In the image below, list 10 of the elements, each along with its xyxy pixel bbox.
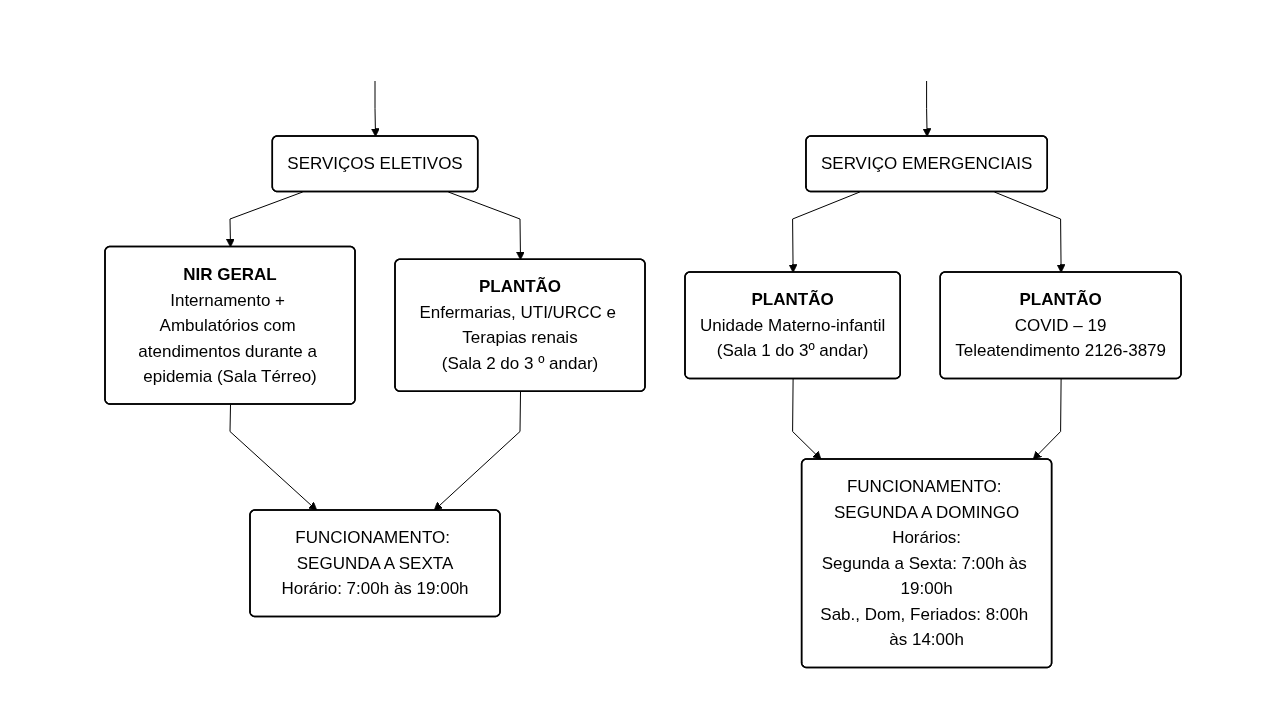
- arrow: [370, 80, 380, 137]
- arrow: [993, 191, 1065, 273]
- arrow: [1032, 378, 1062, 460]
- arrow: [447, 191, 525, 260]
- arrow: [791, 378, 821, 460]
- arrow: [229, 403, 317, 511]
- arrow: [788, 191, 860, 273]
- arrow: [433, 391, 521, 511]
- arrow: [922, 80, 931, 137]
- arrow: [225, 191, 303, 248]
